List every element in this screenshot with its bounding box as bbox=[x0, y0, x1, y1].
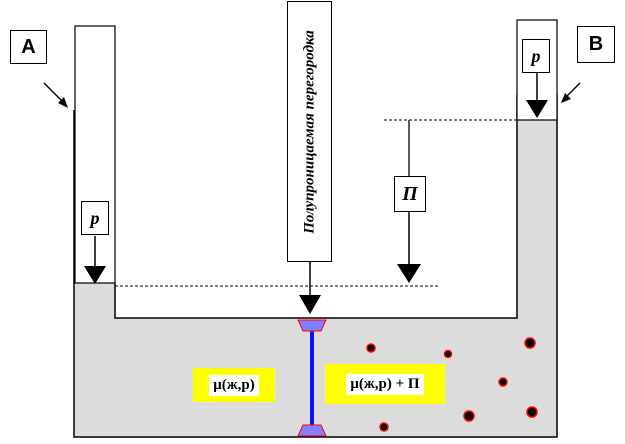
vessel-outline bbox=[73, 95, 558, 438]
solute-particles bbox=[366, 337, 538, 432]
right-pressure-label: p bbox=[522, 39, 550, 73]
solute-particle bbox=[498, 377, 508, 387]
left-pressure-arrow bbox=[84, 236, 106, 284]
vessel-b-label: B bbox=[577, 26, 615, 63]
chem-potential-left: μ(ж,р) bbox=[193, 368, 275, 402]
left-pressure-label: p bbox=[81, 201, 109, 235]
solute-particle bbox=[526, 406, 538, 418]
membrane-pointer-arrow bbox=[299, 262, 321, 314]
pointer-arrow-a bbox=[43, 82, 68, 108]
solute-particle bbox=[379, 422, 389, 432]
membrane-label-box: Полупроницаемая перегородка bbox=[287, 1, 332, 262]
osmotic-pressure-label: П bbox=[394, 176, 426, 212]
chem-potential-right: μ(ж,р) + П bbox=[325, 364, 445, 404]
semipermeable-membrane bbox=[297, 319, 327, 437]
membrane-label: Полупроницаемая перегородка bbox=[301, 29, 317, 234]
solute-particle bbox=[524, 337, 536, 349]
solute-particle bbox=[463, 410, 475, 422]
solute-particle bbox=[443, 349, 453, 359]
osmotic-pressure-arrow bbox=[397, 120, 421, 283]
liquid bbox=[74, 120, 557, 437]
vessel-a-label: A bbox=[10, 30, 47, 64]
solute-particle bbox=[366, 343, 376, 353]
right-pressure-arrow bbox=[526, 73, 548, 118]
pointer-arrow-b bbox=[561, 82, 581, 103]
